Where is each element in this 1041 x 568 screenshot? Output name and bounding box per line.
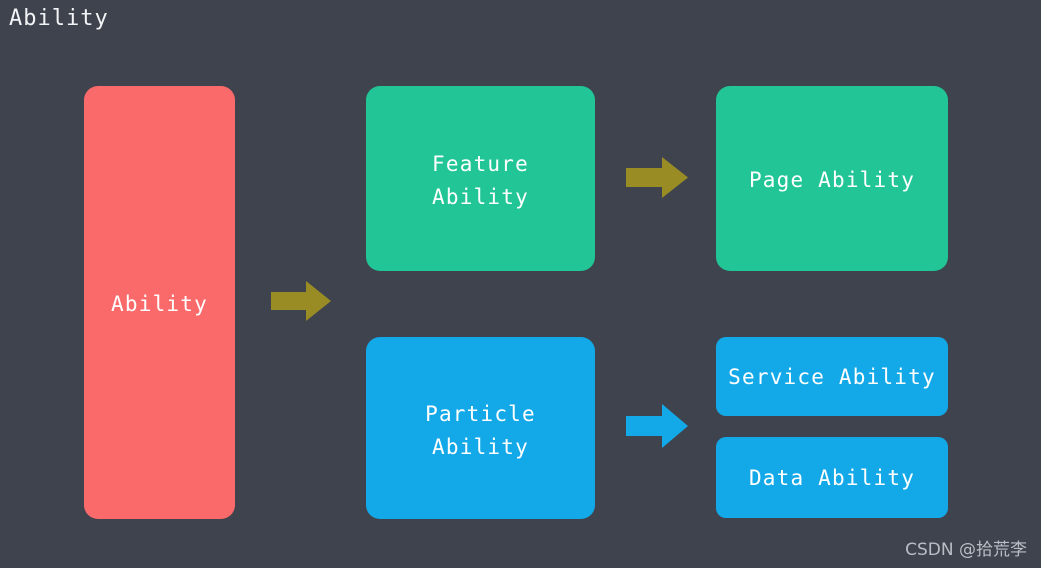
page-title: Ability bbox=[9, 6, 109, 31]
arrow-right-icon-particle-to-leaves bbox=[626, 404, 688, 448]
node-service-ability[interactable]: Service Ability bbox=[716, 337, 948, 416]
node-data-ability[interactable]: Data Ability bbox=[716, 437, 948, 518]
node-ability[interactable]: Ability bbox=[84, 86, 235, 519]
node-page-ability[interactable]: Page Ability bbox=[716, 86, 948, 271]
arrow-right-icon-ability-to-branches bbox=[271, 281, 331, 321]
arrow-right-icon-feature-to-page bbox=[626, 157, 688, 198]
watermark: CSDN @拾荒李 bbox=[905, 540, 1027, 560]
node-feature-ability[interactable]: Feature Ability bbox=[366, 86, 595, 271]
node-particle-ability[interactable]: Particle Ability bbox=[366, 337, 595, 519]
